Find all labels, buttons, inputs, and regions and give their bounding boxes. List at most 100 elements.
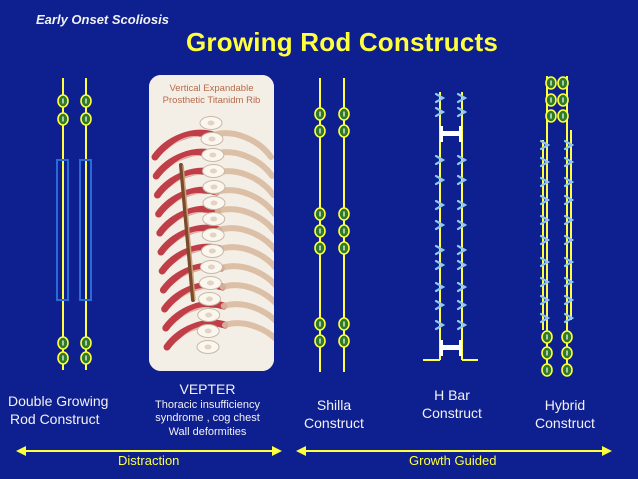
rib-highlight [162, 135, 200, 156]
spinous-process [210, 168, 218, 174]
spinous-process [207, 120, 215, 126]
rib-right [216, 225, 274, 254]
hook-icon [456, 199, 468, 211]
spinous-process [208, 248, 216, 254]
topic-label: Early Onset Scoliosis [36, 12, 169, 27]
spinous-process [209, 152, 217, 158]
hook-icon [434, 199, 446, 211]
hook-icon [434, 219, 446, 231]
hook-icon [456, 174, 468, 186]
slide-title: Growing Rod Constructs [186, 27, 499, 57]
spinous-process [209, 232, 217, 238]
arrow-head-left [16, 446, 26, 456]
h-bar-crossbar [442, 345, 460, 350]
hook-icon [456, 106, 468, 118]
hook-icon [563, 194, 575, 206]
hook-icon [539, 214, 551, 226]
arrow-head-left [296, 446, 306, 456]
vepter-spine-illustration: Vertical Expandable Prosthetic Titanidm … [149, 75, 274, 371]
label-line: Double Growing [8, 393, 109, 409]
hook-icon [434, 259, 446, 271]
label-line: Rod Construct [10, 410, 100, 427]
hook-icon [539, 256, 551, 268]
h-bar-connector-top [440, 126, 462, 142]
rib-highlight [173, 306, 210, 327]
hook-icon [539, 294, 551, 306]
spinous-process [204, 328, 212, 334]
label-line: Construct [304, 414, 364, 431]
shilla-screws [314, 107, 350, 348]
spinous-process [208, 136, 216, 142]
label-desc: Wall deformities [168, 426, 247, 438]
hook-icon [456, 319, 468, 331]
label-line: Construct [422, 404, 482, 421]
hook-icon [563, 294, 575, 306]
hook-icon [539, 194, 551, 206]
rib-right [220, 301, 274, 324]
spinous-process [207, 264, 215, 270]
h-bar-connector-bottom [440, 340, 462, 356]
label-hybrid: Hybrid Construct [523, 397, 607, 432]
caption-line-1: Vertical Expandable [169, 83, 254, 94]
spinous-process [205, 296, 213, 302]
hook-icon [434, 106, 446, 118]
hook-icon [563, 312, 575, 324]
hook-icon [563, 176, 575, 188]
hook-icon [456, 244, 468, 256]
rib-right [218, 263, 274, 289]
label-desc: syndrome , cog chest [155, 412, 260, 425]
illustration-caption: Vertical Expandable Prosthetic Titanidm … [149, 83, 274, 108]
label-shilla: Shilla Construct [292, 397, 376, 432]
hook-icon [563, 256, 575, 268]
label-line: H Bar [434, 387, 470, 403]
spinous-process [210, 216, 218, 222]
vepter-device-left [179, 163, 195, 302]
hook-icon [539, 139, 551, 151]
spine-vertebrae [196, 116, 226, 354]
category-growth-guided: Growth Guided [409, 453, 497, 468]
rib-left [162, 300, 228, 332]
label-desc: Thoracic insufficiency [155, 398, 260, 411]
label-h-bar: H Bar Construct [410, 387, 494, 422]
spinous-process [210, 184, 218, 190]
hook-icon [434, 281, 446, 293]
h-bar-construct-diagram [423, 92, 478, 361]
hook-icon [456, 299, 468, 311]
arrow-head-right [602, 446, 612, 456]
rib-right [214, 206, 274, 236]
hook-icon [456, 259, 468, 271]
hook-icon [434, 174, 446, 186]
pedicle-screws [57, 94, 92, 365]
connector-tube-left [56, 159, 69, 301]
hook-icon [434, 299, 446, 311]
hook-icon [434, 319, 446, 331]
distraction-arrow [16, 446, 282, 456]
rib-left [163, 319, 229, 351]
hook-icon [456, 281, 468, 293]
spine-rib-drawing [149, 75, 274, 371]
spinous-process [210, 200, 218, 206]
hook-icon [563, 214, 575, 226]
laminar-hooks [434, 92, 468, 331]
hook-icon [539, 312, 551, 324]
hybrid-hooks [539, 139, 575, 324]
label-line: Construct [535, 414, 595, 431]
label-title: VEPTER [179, 381, 236, 397]
spinous-process [206, 280, 214, 286]
rib-right [222, 320, 274, 342]
vepter-device-highlight [182, 164, 196, 301]
hook-icon [434, 244, 446, 256]
category-distraction: Distraction [118, 453, 180, 468]
hybrid-upper-screws [545, 76, 569, 123]
hook-icon [539, 234, 551, 246]
rib-highlight [163, 154, 201, 175]
h-bar-post [440, 340, 443, 356]
hook-icon [539, 156, 551, 168]
hook-icon [434, 92, 446, 104]
h-bar-crossbar [442, 131, 460, 136]
hook-icon [539, 276, 551, 288]
caption-line-2: Prosthetic Titanidm Rib [162, 95, 261, 107]
label-line: Hybrid [544, 397, 586, 413]
